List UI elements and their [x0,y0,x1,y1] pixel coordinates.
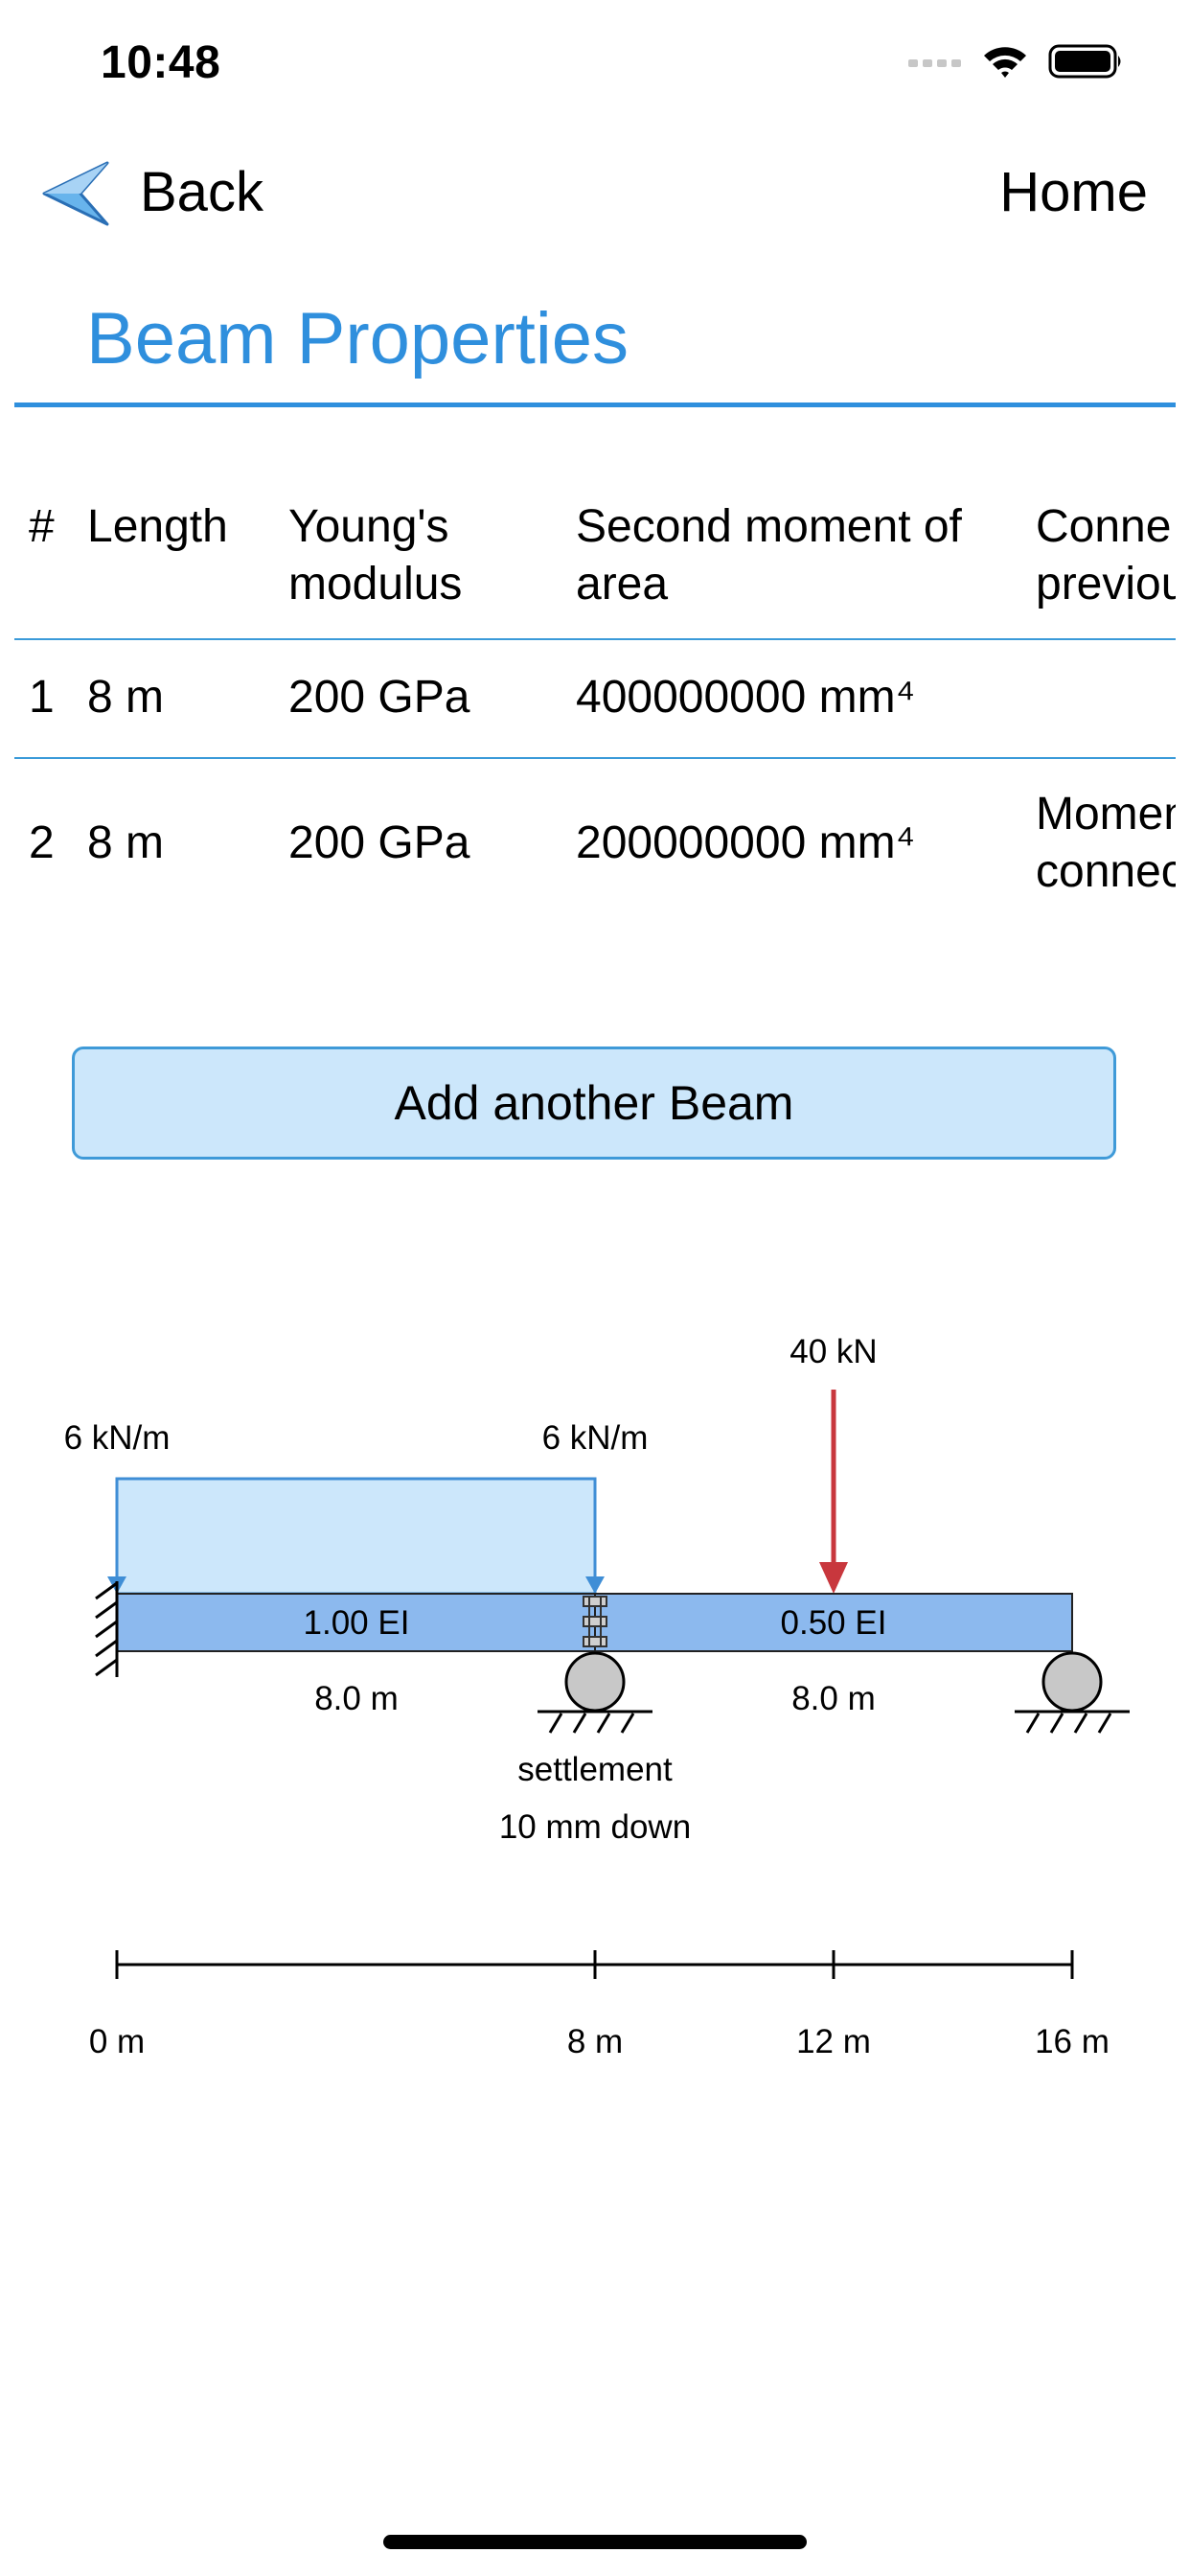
status-bar: 10:48 [0,0,1190,125]
udl-block [115,1477,597,1596]
row1-moment: 400000000 mm⁴ [576,672,916,723]
wifi-icon [984,47,1026,78]
axis-tick-label: 12 m [796,2023,871,2060]
beam2-length: 8.0 m [791,1680,876,1717]
fixed-support-icon [95,1581,119,1677]
home-indicator[interactable] [383,2535,807,2549]
row2-youngs: 200 GPa [288,817,470,868]
header-connection-line2: previou [1036,559,1176,610]
row2-index: 2 [29,817,55,868]
point-load-arrowhead [819,1562,848,1594]
settlement-label: settlement [517,1751,673,1788]
dimension-axis [115,1950,1074,1979]
axis-tick-label: 8 m [567,2023,623,2060]
udl-right-label: 6 kN/m [542,1419,649,1457]
back-button[interactable]: Back [38,153,263,230]
add-beam-button[interactable]: Add another Beam [72,1046,1116,1160]
roller-support-middle-icon [538,1651,652,1734]
header-youngs-line1: Young's [288,501,449,552]
row2-moment: 200000000 mm⁴ [576,817,916,868]
beam-segment-1 [116,1593,596,1652]
header-moment-line1: Second moment of [576,501,962,552]
header-index: # [29,501,55,552]
battery-icon [1048,44,1121,79]
moment-connection-icon [583,1596,607,1647]
settlement-value: 10 mm down [499,1808,691,1846]
title-divider [14,402,1176,407]
row2-connection-line2: connec [1036,846,1176,897]
back-label: Back [140,160,263,223]
header-length: Length [87,501,228,552]
cellular-signal-icon [908,59,961,67]
header-connection-line1: Conne [1036,501,1172,552]
beam1-length: 8.0 m [314,1680,399,1717]
page-title: Beam Properties [86,298,629,380]
back-arrow-icon [42,161,109,226]
home-button[interactable]: Home [999,160,1148,223]
axis-tick-label: 0 m [89,2023,145,2060]
row1-index: 1 [29,672,55,723]
status-icons [908,42,1125,80]
udl-left-label: 6 kN/m [64,1419,171,1457]
row1-youngs: 200 GPa [288,672,470,723]
row2-length: 8 m [87,817,165,868]
udl-right-arrowhead [585,1576,605,1594]
table-header-row: # Length Young's modulus Second moment o… [14,470,1176,640]
point-load-label: 40 kN [790,1333,877,1370]
status-time: 10:48 [101,37,221,88]
beam1-stiffness: 1.00 EI [304,1604,410,1642]
nav-bar: Back Home [0,144,1190,240]
beam-diagram: 6 kN/m 6 kN/m 40 kN 1.00 EI 0.50 EI [64,1333,1130,2060]
axis-tick-label: 16 m [1035,2023,1110,2060]
header-moment-line2: area [576,559,669,610]
table-row[interactable]: 1 8 m 200 GPa 400000000 mm⁴ [14,640,1176,759]
beam-table: # Length Young's modulus Second moment o… [14,470,1176,930]
header-youngs-line2: modulus [288,559,463,610]
row2-connection-line1: Momen [1036,789,1176,840]
table-row[interactable]: 2 8 m 200 GPa 200000000 mm⁴ Momen connec [14,759,1176,930]
roller-support-right-icon [1015,1651,1130,1734]
row1-length: 8 m [87,672,165,723]
beam2-stiffness: 0.50 EI [781,1604,887,1642]
